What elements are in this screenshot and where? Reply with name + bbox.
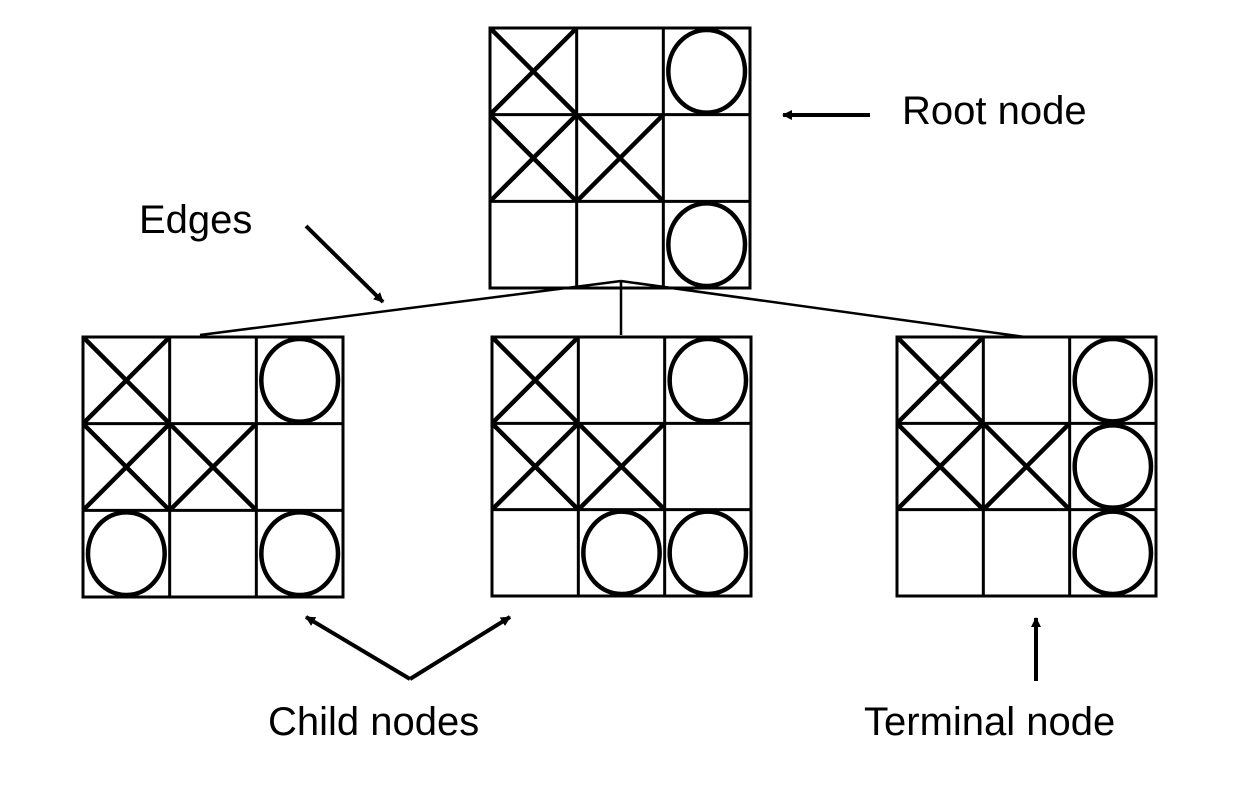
board-terminal [895, 335, 1158, 598]
child-nodes-arrow-left [304, 615, 412, 681]
x-mark [81, 422, 171, 512]
board-frame [81, 335, 345, 599]
edge-root-terminal [620, 279, 1026, 339]
edge-root-child-1 [199, 279, 622, 337]
o-mark [666, 27, 748, 115]
tree-edges [199, 279, 1026, 339]
o-mark [581, 509, 662, 597]
x-mark [577, 422, 666, 511]
o-mark [667, 336, 749, 424]
x-mark [168, 422, 258, 512]
board-frame [895, 335, 1158, 598]
o-mark [85, 510, 167, 598]
x-mark [575, 113, 665, 203]
child-nodes-arrow-right [408, 615, 512, 681]
x-mark [895, 422, 985, 511]
root-node-label: Root node [902, 89, 1087, 133]
x-mark [490, 422, 580, 511]
edges-arrow [304, 224, 385, 304]
x-mark [81, 335, 171, 425]
o-mark [259, 336, 341, 424]
child-nodes-label: Child nodes [268, 700, 480, 744]
x-mark [895, 335, 985, 425]
o-mark [259, 510, 341, 598]
board-root [488, 26, 752, 290]
x-mark [488, 113, 578, 203]
board-child-2 [490, 335, 753, 598]
o-mark [1072, 336, 1154, 424]
edges-label: Edges [139, 198, 253, 242]
annotation-arrows [304, 110, 1041, 681]
board-child-1 [81, 335, 345, 599]
x-mark [488, 26, 578, 116]
terminal-node-label: Terminal node [864, 700, 1116, 744]
o-mark [1072, 509, 1154, 597]
x-mark [490, 335, 580, 425]
o-mark [1072, 423, 1154, 510]
x-mark [982, 422, 1071, 511]
boards-layer [81, 26, 1158, 599]
o-mark [667, 509, 749, 597]
o-mark [666, 201, 748, 289]
board-frame [488, 26, 752, 290]
